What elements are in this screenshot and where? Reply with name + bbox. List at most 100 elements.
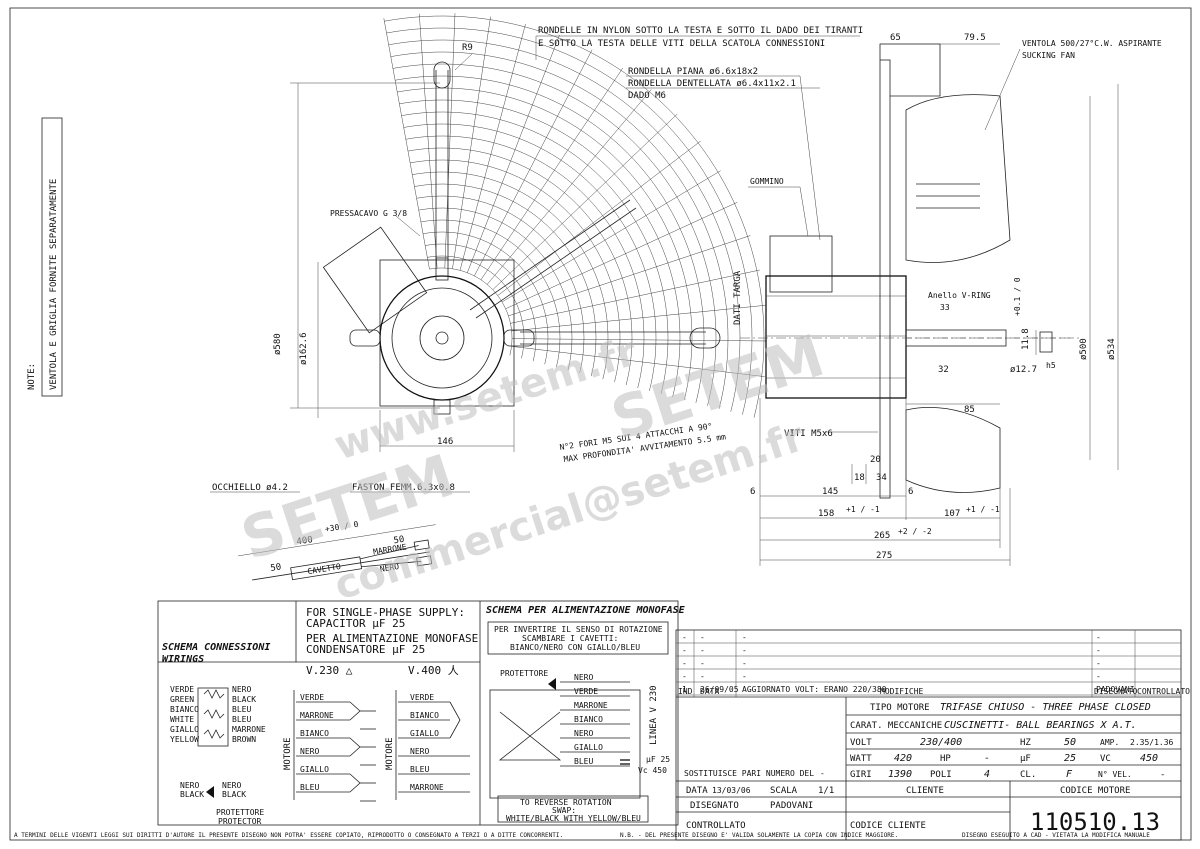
uf-value: 25 bbox=[1064, 753, 1076, 764]
rev-n: - bbox=[682, 672, 687, 681]
grille-spoke bbox=[459, 23, 526, 271]
dim-r9: R9 bbox=[462, 43, 473, 53]
dim-158: 158 bbox=[818, 509, 834, 519]
giri-label: GIRI bbox=[850, 770, 872, 780]
tol-107: +1 / -1 bbox=[966, 505, 1000, 514]
mono-wire-label: GIALLO bbox=[574, 743, 603, 752]
inv-3: BIANCO/NERO CON GIALLO/BLEU bbox=[510, 643, 640, 652]
hz-label: HZ bbox=[1020, 738, 1031, 748]
giri-value: 1390 bbox=[888, 769, 912, 780]
star-wire-label: BLEU bbox=[410, 765, 429, 774]
fan-blade-top bbox=[905, 94, 1011, 263]
dim-265: 265 bbox=[874, 531, 890, 541]
scala-label: SCALA bbox=[770, 786, 798, 796]
grille-spoke bbox=[474, 49, 593, 277]
data-label: DATA bbox=[686, 786, 708, 796]
rev-date: - bbox=[700, 646, 705, 655]
grille-spoke bbox=[383, 18, 430, 270]
mono-wire-label: MARRONE bbox=[574, 701, 608, 710]
hp-label: HP bbox=[940, 754, 951, 764]
scala-value: 1/1 bbox=[818, 786, 834, 796]
hp-value: - bbox=[984, 753, 990, 764]
dim-20: 20 bbox=[870, 455, 881, 465]
rondella-dentellata: RONDELLA DENTELLATA ø6.4x11x2.1 bbox=[628, 79, 796, 89]
mono-wire-label: NERO bbox=[574, 673, 593, 682]
tol-158: +1 / -1 bbox=[846, 505, 880, 514]
grille-spoke bbox=[480, 67, 624, 280]
dim-34: 34 bbox=[876, 473, 887, 483]
delta-wire-label: MARRONE bbox=[300, 711, 334, 720]
star-wire-label: VERDE bbox=[410, 693, 434, 702]
rev-desc: - bbox=[742, 659, 747, 668]
watt-value: 420 bbox=[894, 753, 912, 764]
rev-h-ind: IND bbox=[678, 687, 693, 696]
footer-right: DISEGNO ESEGUITO A CAD - VIETATA LA MODI… bbox=[962, 832, 1150, 839]
dim-145: 145 bbox=[822, 487, 838, 497]
watt-label: WATT bbox=[850, 754, 872, 764]
grille-ring bbox=[397, 87, 693, 400]
delta-wire-label: BLEU bbox=[300, 783, 319, 792]
rev-desc: - bbox=[742, 672, 747, 681]
side-view: RONDELLE IN NYLON SOTTO LA TESTA E SOTTO… bbox=[535, 26, 1162, 566]
star-wire-label: BIANCO bbox=[410, 711, 439, 720]
note-text: VENTOLA E GRIGLIA FORNITE SEPARATAMENTE bbox=[49, 179, 59, 390]
codice-cliente-label: CODICE CLIENTE bbox=[850, 821, 926, 831]
controllato-label: CONTROLLATO bbox=[686, 821, 746, 831]
sheet-border bbox=[9, 7, 1192, 841]
dim-79: 79.5 bbox=[964, 33, 986, 43]
cl-label: CL. bbox=[1020, 770, 1036, 780]
dim-12: ø12.7 bbox=[1010, 365, 1037, 375]
single-3: PER ALIMENTAZIONE MONOFASE bbox=[306, 632, 478, 645]
delta-wire-label: VERDE bbox=[300, 693, 324, 702]
legend-right-item: BLACK bbox=[232, 695, 256, 704]
star-wire-label: NERO bbox=[410, 747, 429, 756]
grille-spoke bbox=[419, 13, 438, 269]
grille-ring bbox=[429, 267, 513, 356]
rondelle-note-2: E SOTTO LA TESTA DELLE VITI DELLA SCATOL… bbox=[538, 39, 825, 49]
dim-11: 11.8 bbox=[1021, 328, 1031, 350]
volt-label: VOLT bbox=[850, 738, 872, 748]
single-2: CAPACITOR µF 25 bbox=[306, 617, 405, 630]
grille-ring bbox=[420, 219, 561, 368]
volt-value: 230/400 bbox=[920, 737, 962, 748]
nvel-value: - bbox=[1160, 770, 1165, 780]
inv-2: SCAMBIARE I CAVETTI: bbox=[522, 634, 618, 643]
data-value: 13/03/06 bbox=[712, 786, 751, 795]
watermark-url: www.setem.fr bbox=[329, 328, 643, 469]
grille-ring bbox=[386, 27, 753, 415]
cl-value: F bbox=[1066, 769, 1073, 780]
legend-right-item: BLEU bbox=[232, 705, 251, 714]
vc-value: 450 bbox=[1140, 753, 1158, 764]
grille-ring bbox=[416, 195, 585, 374]
grille-spoke bbox=[486, 89, 652, 285]
grille-ring bbox=[403, 123, 657, 392]
legend-right-item: BROWN bbox=[232, 735, 256, 744]
rev-date: - bbox=[700, 633, 705, 642]
amp-value: 2.35/1.36 bbox=[1130, 738, 1174, 747]
grille-ring bbox=[384, 15, 765, 418]
grille-spoke bbox=[452, 16, 491, 269]
grille-ring bbox=[407, 147, 633, 386]
rev-h-disegnato: DISEGNATO bbox=[1094, 687, 1138, 696]
footer-left: A TERMINI DELLE VIGENTI LEGGI SUI DIRITT… bbox=[14, 832, 563, 839]
mono-wire-label: BIANCO bbox=[574, 715, 603, 724]
grille-ring bbox=[401, 111, 669, 394]
rev-h-data: DATA bbox=[700, 687, 719, 696]
grille-ring bbox=[395, 75, 705, 403]
terminal-box bbox=[769, 235, 833, 293]
rev-by: - bbox=[1096, 672, 1101, 681]
single-1: FOR SINGLE-PHASE SUPPLY: bbox=[306, 606, 465, 619]
dim-33: 33 bbox=[940, 303, 950, 312]
grille-ring bbox=[405, 135, 645, 389]
wiring-title-1: SCHEMA CONNESSIONI bbox=[162, 642, 270, 653]
rev-h-modifiche: MODIFICHE bbox=[880, 687, 924, 696]
footer-mid: N.B. - DEL PRESENTE DISEGNO E' VALIDA SO… bbox=[620, 832, 898, 839]
codice-motore-label: CODICE MOTORE bbox=[1060, 786, 1130, 796]
rev-desc: - bbox=[742, 646, 747, 655]
legend-right-item: NERO bbox=[232, 685, 251, 694]
dim-500: ø500 bbox=[1079, 338, 1089, 360]
grille-ring bbox=[422, 231, 549, 365]
